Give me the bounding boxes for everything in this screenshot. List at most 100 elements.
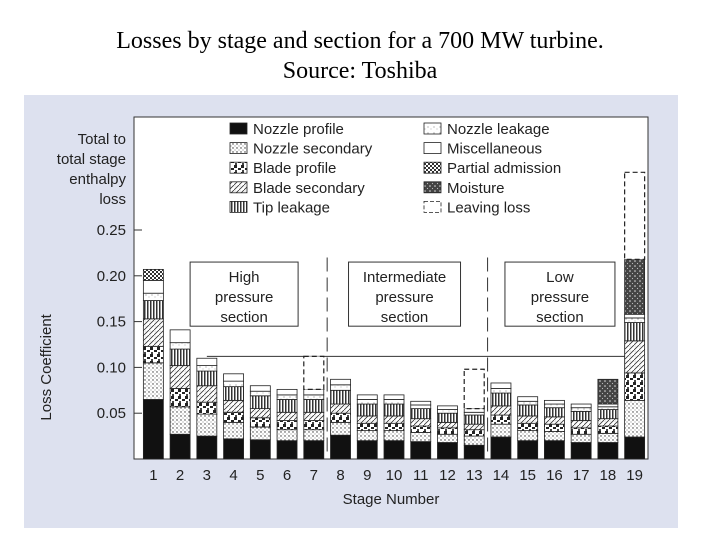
bar-segment-blade-profile <box>356 422 378 432</box>
bar-segment-moisture <box>597 378 619 405</box>
bar-segment-nozzle-leakage <box>276 394 298 400</box>
bar-segment-blade-profile <box>249 417 271 428</box>
bar-segment-nozzle-leakage <box>196 365 218 372</box>
bar-segment-blade-profile <box>142 345 164 364</box>
legend-label: Blade profile <box>253 160 336 177</box>
bar-segment-nozzle-leakage <box>437 409 458 414</box>
legend-swatch <box>229 161 248 174</box>
bar-segment-nozzle-secondary <box>597 432 619 443</box>
bar-segment-nozzle-profile <box>517 440 539 460</box>
annotation-text-high: High <box>229 269 260 286</box>
bar-segment-blade-secondary <box>597 418 619 427</box>
x-tick-label: 7 <box>310 467 318 484</box>
bar-segment-miscellaneous <box>437 405 458 410</box>
bar-segment-blade-secondary <box>490 405 512 416</box>
bar-segment-nozzle-secondary <box>356 430 378 442</box>
slide-title-line-2: Source: Toshiba <box>282 58 438 84</box>
bar-segment-leaving-loss <box>624 171 646 260</box>
bar-segment-tip-leakage <box>330 389 351 405</box>
bar-segment-tip-leakage <box>624 322 646 342</box>
x-tick-label: 3 <box>203 467 211 484</box>
y-tick-label: 0.25 <box>97 222 126 239</box>
bar-segment-miscellaneous <box>330 378 351 386</box>
y-header-line: enthalpy <box>69 171 126 188</box>
bar-segment-blade-profile <box>169 388 191 408</box>
bar-segment-nozzle-profile <box>303 440 325 460</box>
x-tick-label: 15 <box>519 467 536 484</box>
legend-swatch <box>423 181 442 194</box>
x-tick-label: 10 <box>386 467 403 484</box>
bar-segment-blade-secondary <box>437 421 458 429</box>
y-tick-label: 0.20 <box>97 268 126 285</box>
bar-segment-nozzle-leakage <box>490 388 512 394</box>
bar-segment-miscellaneous <box>544 399 565 405</box>
legend-swatch <box>423 161 442 174</box>
bar-segment-nozzle-secondary <box>463 435 485 446</box>
bar-segment-blade-profile <box>330 412 351 423</box>
bar-segment-blade-profile <box>517 422 539 432</box>
legend-label: Partial admission <box>447 160 561 177</box>
bar-segment-tip-leakage <box>142 300 164 320</box>
bar-segment-nozzle-profile <box>383 440 405 460</box>
bar-segment-blade-secondary <box>330 403 351 414</box>
bar-segment-nozzle-secondary <box>196 413 218 437</box>
bar-segment-miscellaneous <box>490 382 512 389</box>
bar-segment-tip-leakage <box>169 348 191 366</box>
bar-segment-miscellaneous <box>303 388 325 396</box>
bar-segment-tip-leakage <box>223 386 244 401</box>
bar-segment-blade-secondary <box>196 385 218 403</box>
bar-segment-blade-profile <box>437 427 458 435</box>
bar-segment-nozzle-profile <box>570 442 592 460</box>
bar-segment-tip-leakage <box>597 409 619 420</box>
bar-segment-nozzle-leakage <box>410 404 432 410</box>
bar-segment-tip-leakage <box>383 403 405 417</box>
bar-segment-blade-profile <box>544 423 565 432</box>
bar-segment-nozzle-profile <box>169 433 191 460</box>
bar-segment-blade-secondary <box>570 420 592 429</box>
legend-swatch <box>229 201 248 213</box>
bar-segment-moisture <box>624 258 646 315</box>
bar-segment-miscellaneous <box>276 388 298 396</box>
bar-segment-tip-leakage <box>410 408 432 420</box>
bar-segment-blade-profile <box>597 425 619 434</box>
bar-segment-nozzle-leakage <box>169 342 191 350</box>
x-tick-label: 1 <box>149 467 157 484</box>
bar-segment-nozzle-secondary <box>410 432 432 442</box>
bar-segment-tip-leakage <box>490 392 512 407</box>
bar-segment-nozzle-secondary <box>624 399 646 438</box>
bar-segment-blade-secondary <box>517 415 539 424</box>
slide-title: Losses by stage and section for a 700 MW… <box>0 26 720 86</box>
legend-label: Nozzle profile <box>253 121 344 138</box>
bar-segment-tip-leakage <box>356 403 378 417</box>
bar-segment-nozzle-profile <box>490 436 512 460</box>
bar-segment-tip-leakage <box>463 414 485 425</box>
bar-segment-nozzle-profile <box>437 442 458 460</box>
bar-segment-blade-secondary <box>249 408 271 419</box>
annotation-box-intermediate <box>348 261 462 327</box>
bar-segment-nozzle-leakage <box>249 390 271 397</box>
bar-segment-blade-profile <box>570 427 592 435</box>
bar-segment-nozzle-secondary <box>249 426 271 441</box>
bar-segment-nozzle-leakage <box>383 399 405 405</box>
y-axis-label: Loss Coefficient <box>38 313 55 420</box>
bar-segment-nozzle-secondary <box>142 362 164 400</box>
x-tick-label: 13 <box>466 467 483 484</box>
loss-coefficient-chart: HighpressuresectionIntermediatepressures… <box>38 116 649 508</box>
bar-segment-blade-secondary <box>463 423 485 431</box>
bar-segment-miscellaneous <box>410 400 432 406</box>
annotation-text-low: pressure <box>531 289 589 306</box>
annotation-text-intermediate: Intermediate <box>363 269 446 286</box>
bar-segment-nozzle-leakage <box>517 400 539 406</box>
x-tick-label: 17 <box>573 467 590 484</box>
bar-segment-nozzle-secondary <box>303 429 325 442</box>
bar-segment-tip-leakage <box>437 412 458 423</box>
bar-segment-nozzle-secondary <box>276 429 298 442</box>
x-tick-label: 11 <box>413 467 429 484</box>
bar-segment-nozzle-secondary <box>383 430 405 442</box>
y-tick-label: 0.10 <box>97 359 126 376</box>
bar-segment-nozzle-profile <box>142 399 164 460</box>
annotation-box-low <box>504 261 616 327</box>
bar-segment-nozzle-secondary <box>169 406 191 435</box>
annotation-box-high <box>189 261 299 327</box>
